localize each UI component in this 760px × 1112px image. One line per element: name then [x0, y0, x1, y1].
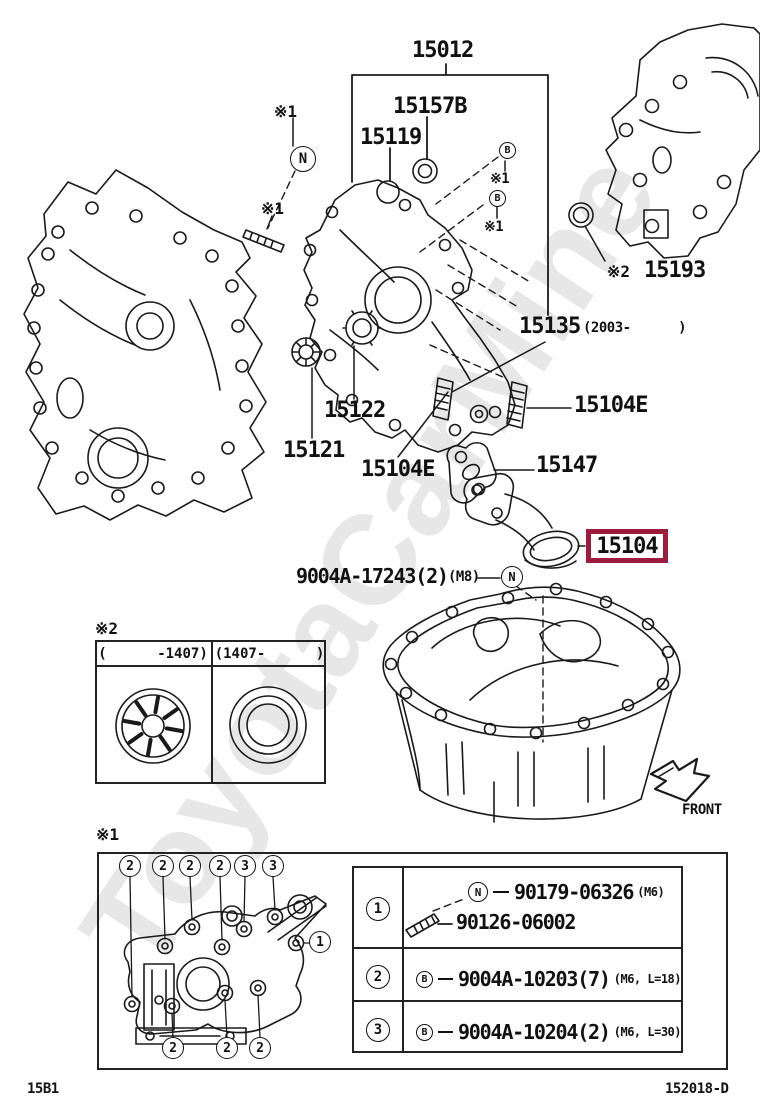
highlighted-part-15104: 15104 — [586, 529, 668, 563]
part-number-15104E-center: 15104E — [361, 457, 435, 482]
fastener-row-1: 1 N 90179-06326 (M6) 90126-06002 — [354, 868, 681, 949]
variant-header-early: ( -1407) — [98, 645, 208, 662]
callout-circle: 2 — [249, 1037, 271, 1059]
callout-circle: 3 — [262, 855, 284, 877]
callout-circle: 2 — [152, 855, 174, 877]
callout-circle: 2 — [216, 1037, 238, 1059]
b-marker-circle-1: B — [499, 142, 516, 159]
engine-block-drawing — [605, 23, 760, 259]
part-qualifier-90179: (M6) — [637, 885, 665, 899]
n-marker-circle-9004A: N — [501, 566, 523, 588]
seal-rings-drawing — [291, 158, 594, 367]
variant-early-part-drawing — [115, 688, 191, 764]
table-stud-drawing — [405, 913, 453, 938]
part-number-15147: 15147 — [536, 453, 598, 478]
fastener-row-3: 3 B 9004A-10204(2) (M6, L=30) — [354, 1004, 682, 1055]
note1-label-top: ※1 — [274, 102, 298, 121]
part-qualifier-10204: (M6, L=30) — [613, 1025, 682, 1039]
stud-drawing-top-left — [242, 229, 285, 253]
part-number-9004A-17243: 9004A-17243(2) — [296, 564, 449, 588]
variant-header-late: (1407- ) — [214, 645, 325, 662]
note1-label-b2: ※1 — [484, 219, 504, 235]
b-marker-circle-2: B — [489, 190, 506, 207]
front-direction-label: FRONT — [682, 802, 722, 818]
part-number-10203: 9004A-10203(7) — [457, 967, 611, 991]
callout-circle: 2 — [162, 1037, 184, 1059]
part-number-15135: 15135 — [519, 314, 581, 339]
fastener-row-2: 2 B 9004A-10203(7) (M6, L=18) — [354, 951, 682, 1002]
b-marker-circle-row2: B — [416, 970, 433, 988]
connector-dash — [438, 1031, 453, 1033]
fastener-table: 1 N 90179-06326 (M6) 90126-06002 2 B 900… — [352, 866, 683, 1053]
note2-label-table: ※2 — [95, 619, 119, 638]
note1-label-b1: ※1 — [490, 171, 510, 187]
part-number-15121: 15121 — [283, 438, 345, 463]
connector-dash — [493, 891, 509, 893]
variant-table — [95, 640, 326, 784]
callout-circle: 2 — [209, 855, 231, 877]
front-arrow-icon — [649, 757, 711, 803]
part-number-15119: 15119 — [360, 125, 422, 150]
part-number-15193: 15193 — [644, 258, 706, 283]
n-marker-circle-row1: N — [468, 882, 488, 902]
variant-table-header-divider — [95, 640, 326, 667]
note1-label-mid: ※1 — [261, 199, 285, 218]
n-marker-circle-top: N — [290, 146, 316, 172]
part-qualifier-M8: (M8) — [448, 569, 480, 585]
note1-label-box: ※1 — [96, 825, 120, 844]
oil-pan-drawing — [382, 582, 681, 823]
union-studs-drawing — [432, 377, 528, 429]
part-qualifier-10203: (M6, L=18) — [613, 972, 682, 986]
bracket-15012 — [351, 63, 549, 316]
callout-circle-3: 3 — [366, 1018, 390, 1042]
b-marker-circle-row3: B — [416, 1023, 433, 1041]
callout-circle: 2 — [179, 855, 201, 877]
part-number-15157B: 15157B — [393, 94, 467, 119]
torque-diagram-box — [97, 852, 728, 1070]
callout-circle: 3 — [234, 855, 256, 877]
part-number-15122: 15122 — [324, 398, 386, 423]
callout-circle-1: 1 — [366, 897, 390, 921]
torque-callout-leaders — [129, 876, 310, 1038]
part-number-10204: 9004A-10204(2) — [457, 1020, 611, 1044]
part-number-15012: 15012 — [412, 38, 474, 63]
fastener-table-col-divider — [402, 868, 404, 1051]
callout-circle-2: 2 — [366, 965, 390, 989]
part-number-90126: 90126-06002 — [456, 910, 576, 934]
part-number-90179: 90179-06326 — [514, 880, 634, 904]
gasket-drawing — [446, 441, 497, 504]
callout-circle: 2 — [119, 855, 141, 877]
part-qualifier-15135: (2003- ) — [583, 320, 687, 336]
timing-cover-drawing — [23, 169, 267, 521]
oil-pump-drawing — [303, 179, 516, 453]
figure-code: 15B1 — [27, 1081, 59, 1097]
part-number-15104E-right: 15104E — [574, 393, 648, 418]
callout-circle: 1 — [309, 931, 331, 953]
leader-lines — [266, 117, 606, 579]
variant-late-part-drawing — [229, 686, 307, 764]
variant-table-col-divider — [211, 640, 213, 784]
oil-strainer-drawing — [463, 472, 580, 569]
dashed-projection-lines — [267, 156, 544, 912]
drawing-number: 152018-D — [665, 1081, 729, 1097]
connector-dash — [438, 978, 453, 980]
note2-label-15193: ※2 — [607, 262, 631, 281]
